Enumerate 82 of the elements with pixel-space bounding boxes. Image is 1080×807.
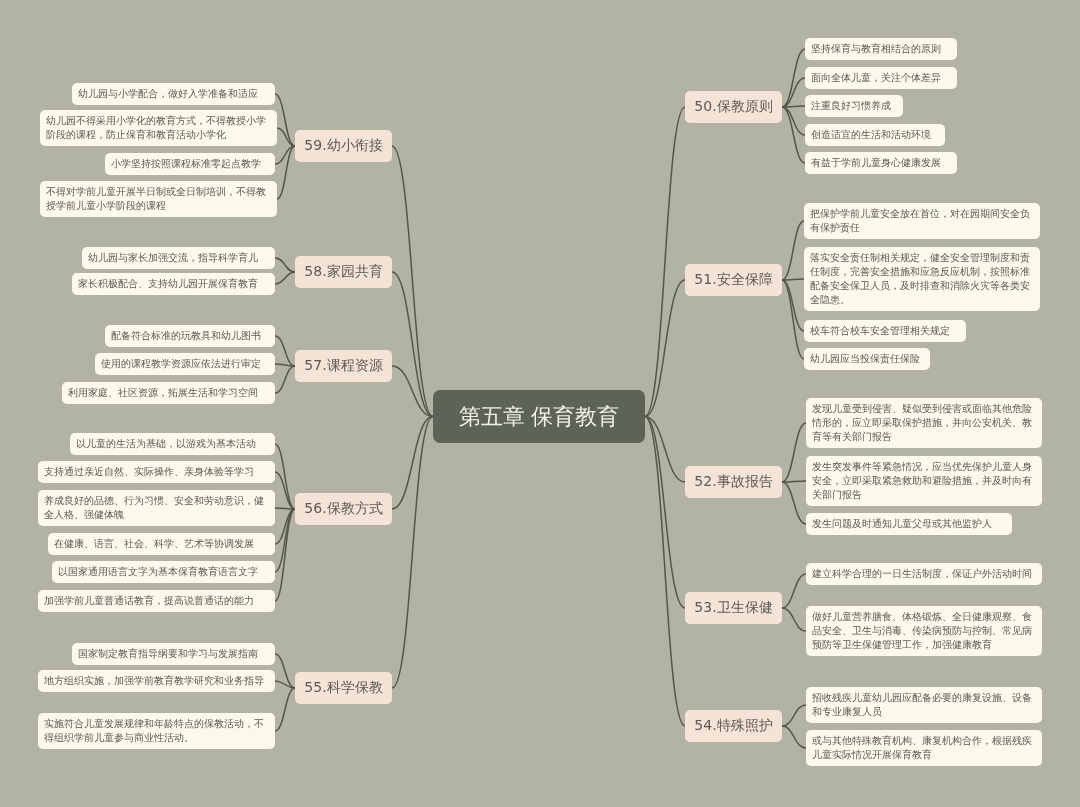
subtopic-box: 加强学前儿童普通话教育，提高说普通话的能力: [38, 590, 275, 612]
subtopic-box: 养成良好的品德、行为习惯、安全和劳动意识，健全人格、强健体魄: [38, 490, 275, 526]
subtopic-box: 利用家庭、社区资源，拓展生活和学习空间: [62, 382, 275, 404]
subtopic-box: 幼儿园与小学配合，做好入学准备和适应: [72, 83, 275, 105]
topic-box: 52.事故报告: [685, 466, 782, 498]
subtopic-box: 幼儿园与家长加强交流，指导科学育儿: [82, 247, 275, 269]
topic-box: 55.科学保教: [295, 672, 392, 704]
connector-line: [391, 415, 434, 510]
subtopic-box: 支持通过亲近自然、实际操作、亲身体验等学习: [38, 461, 275, 483]
connector-line: [781, 279, 805, 360]
connector-line: [274, 508, 296, 545]
connector-line: [276, 145, 296, 200]
subtopic-box: 发生问题及时通知儿童父母或其他监护人: [806, 513, 1012, 535]
subtopic-box: 有益于学前儿童身心健康发展: [805, 152, 957, 174]
connector-line: [391, 415, 434, 689]
subtopic-box: 校车符合校车安全管理相关规定: [804, 320, 966, 342]
subtopic-box: 建立科学合理的一日生活制度，保证户外活动时间: [806, 563, 1042, 585]
connector-line: [274, 507, 296, 510]
connector-line: [781, 278, 805, 281]
connector-line: [274, 335, 296, 367]
connector-line: [274, 271, 296, 285]
connector-line: [276, 127, 296, 147]
subtopic-box: 国家制定教育指导纲要和学习与发展指南: [72, 643, 275, 665]
subtopic-box: 使用的课程教学资源应依法进行审定: [95, 353, 275, 375]
subtopic-box: 落实安全责任制相关规定，健全安全管理制度和责任制度，完善安全措施和应急反应机制，按照标准配备安全保卫人员，及时排查和消除火灾等各类安全隐患。: [804, 247, 1040, 311]
connector-line: [781, 422, 807, 483]
subtopic-box: 幼儿园不得采用小学化的教育方式，不得教授小学阶段的课程，防止保育和教育活动小学化: [40, 110, 277, 146]
central-topic: 第五章 保育教育: [433, 390, 645, 443]
connector-line: [781, 481, 807, 525]
subtopic-box: 小学坚持按照课程标准零起点教学: [105, 153, 275, 175]
subtopic-box: 面向全体儿童，关注个体差异: [805, 67, 957, 89]
connector-line: [781, 725, 807, 749]
connector-line: [644, 279, 686, 418]
subtopic-box: 配备符合标准的玩教具和幼儿图书: [105, 325, 275, 347]
topic-box: 57.课程资源: [295, 350, 392, 382]
connector-line: [274, 471, 296, 510]
connector-line: [274, 687, 296, 732]
subtopic-box: 地方组织实施，加强学前教育教学研究和业务指导: [38, 670, 275, 692]
connector-line: [391, 145, 434, 418]
connector-line: [274, 93, 296, 147]
subtopic-box: 以国家通用语言文字为基本保育教育语言文字: [52, 561, 275, 583]
topic-box: 59.幼小衔接: [295, 130, 392, 162]
connector-line: [644, 415, 686, 483]
subtopic-box: 招收残疾儿童幼儿园应配备必要的康复设施、设备和专业康复人员: [806, 687, 1042, 723]
subtopic-box: 把保护学前儿童安全放在首位，对在园期间安全负有保护责任: [804, 203, 1040, 239]
topic-box: 51.安全保障: [685, 264, 782, 296]
connector-line: [274, 653, 296, 689]
connector-line: [274, 443, 296, 510]
topic-box: 53.卫生保健: [685, 592, 782, 624]
connector-line: [781, 220, 805, 281]
subtopic-box: 以儿童的生活为基础，以游戏为基本活动: [70, 433, 275, 455]
subtopic-box: 幼儿园应当投保责任保险: [804, 348, 930, 370]
subtopic-box: 在健康、语言、社会、科学、艺术等协调发展: [48, 533, 275, 555]
connector-line: [781, 704, 807, 727]
subtopic-box: 坚持保育与教育相结合的原则: [805, 38, 957, 60]
subtopic-box: 或与其他特殊教育机构、康复机构合作，根据残疾儿童实际情况开展保育教育: [806, 730, 1042, 766]
topic-box: 58.家园共育: [295, 256, 392, 288]
connector-line: [644, 106, 686, 418]
topic-box: 54.特殊照护: [685, 710, 782, 742]
subtopic-box: 不得对学前儿童开展半日制或全日制培训，不得教授学前儿童小学阶段的课程: [40, 181, 277, 217]
connector-line: [781, 573, 807, 609]
connector-line: [274, 145, 296, 165]
subtopic-box: 发现儿童受到侵害、疑似受到侵害或面临其他危险情形的，应立即采取保护措施，并向公安机关、教育等有关部门报告: [806, 398, 1042, 448]
connector-line: [391, 365, 434, 418]
subtopic-box: 发生突发事件等紧急情况，应当优先保护儿童人身安全，立即采取紧急救助和避险措施，并及时向有关部门报告: [806, 456, 1042, 506]
subtopic-box: 家长积极配合、支持幼儿园开展保育教育: [72, 273, 275, 295]
connector-line: [274, 365, 296, 394]
subtopic-box: 注重良好习惯养成: [805, 95, 903, 117]
connector-line: [781, 607, 807, 632]
subtopic-box: 做好儿童营养膳食、体格锻炼、全日健康观察、食品安全、卫生与消毒、传染病预防与控制、常见病预防等卫生保健管理工作，加强健康教育: [806, 606, 1042, 656]
connector-line: [644, 415, 686, 727]
topic-box: 50.保教原则: [685, 91, 782, 123]
connector-line: [781, 279, 805, 332]
topic-box: 56.保教方式: [295, 493, 392, 525]
connector-line: [274, 257, 296, 273]
connector-line: [781, 48, 806, 108]
connector-line: [274, 680, 296, 689]
connector-line: [274, 508, 296, 602]
subtopic-box: 实施符合儿童发展规律和年龄特点的保教活动，不得组织学前儿童参与商业性活动。: [38, 713, 275, 749]
subtopic-box: 创造适宜的生活和活动环境: [805, 124, 945, 146]
connector-line: [781, 480, 807, 483]
connector-line: [781, 106, 806, 164]
